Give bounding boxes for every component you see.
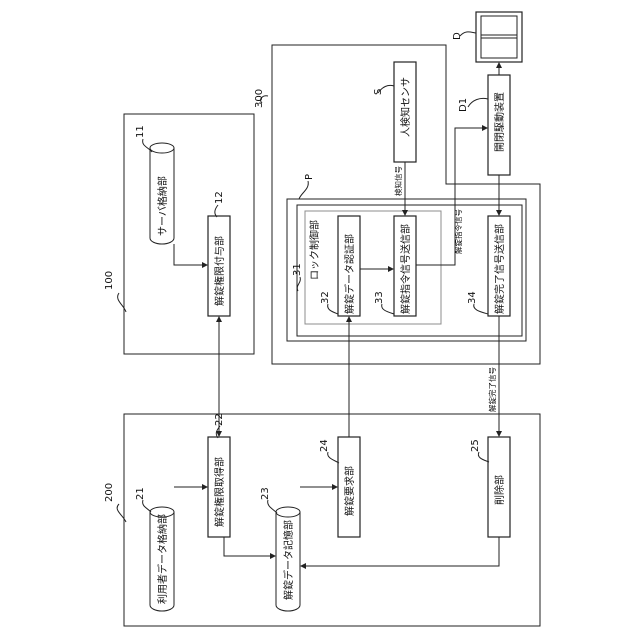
ref-33: 33 [374,291,385,304]
unlock-cmd-signal-label: 解錠指令信号 [453,209,463,254]
unlock-request-label: 解錠要求部 [343,466,356,516]
ref-S: S [373,89,384,95]
ref-25: 25 [470,439,481,452]
unlock-done-send-label: 解錠完了信号送信部 [493,224,506,314]
leader-32 [328,304,338,314]
unlock-done-signal-label: 解錠完了信号 [487,367,497,412]
unlock-data-auth-label: 解錠データ認証部 [343,234,356,314]
ref-100: 100 [104,271,115,290]
ref-34: 34 [467,291,478,304]
user-data-storage-label: 利用者データ格納部 [156,514,169,604]
leader-200 [117,504,126,522]
leader-33 [382,304,394,314]
unlock-data-memory-label: 解錠データ記憶部 [282,520,295,600]
leader-D1 [468,98,488,107]
arrow-22-to-23 [224,537,272,556]
ref-31: 31 [292,263,303,276]
leader-P [299,181,308,199]
detect-signal-label: 検知信号 [393,166,403,196]
lock-control-label: ロック制御部 [308,220,321,280]
leader-100 [118,293,126,312]
lock-control-frame [305,211,441,324]
ref-12: 12 [214,191,225,204]
arrow-25-to-23 [304,537,499,566]
human-sensor-label: 人検知センサ [399,77,412,137]
ref-32: 32 [320,291,331,304]
ref-21: 21 [135,487,146,500]
leader-24 [328,452,339,463]
ref-11: 11 [135,125,146,138]
arrow-11-to-12 [174,244,204,265]
leader-23 [268,500,277,513]
ref-P: P [304,174,315,180]
delete-label: 削除部 [493,475,506,505]
ref-300: 300 [254,89,265,108]
door-D [476,12,522,62]
door-drive-label: 開閉駆動装置 [493,92,506,152]
leader-12 [215,205,218,217]
leader-11 [143,139,152,152]
unlock-cmd-send-label: 解錠指令信号送信部 [399,224,412,314]
ref-D1: D1 [458,98,469,112]
ref-200: 200 [104,483,115,502]
system-100-frame [124,114,254,354]
ref-23: 23 [260,487,271,500]
server-storage-label: サーバ格納部 [156,176,169,236]
unlock-grant-label: 解錠権限付与部 [213,236,226,306]
leader-31 [297,277,300,291]
arrow-33-to-D1 [416,128,484,265]
leader-34 [474,304,488,314]
unlock-acquire-label: 解錠権限取得部 [213,457,226,527]
leader-21 [143,500,151,512]
ref-24: 24 [319,439,330,452]
ref-D: D [452,32,463,40]
